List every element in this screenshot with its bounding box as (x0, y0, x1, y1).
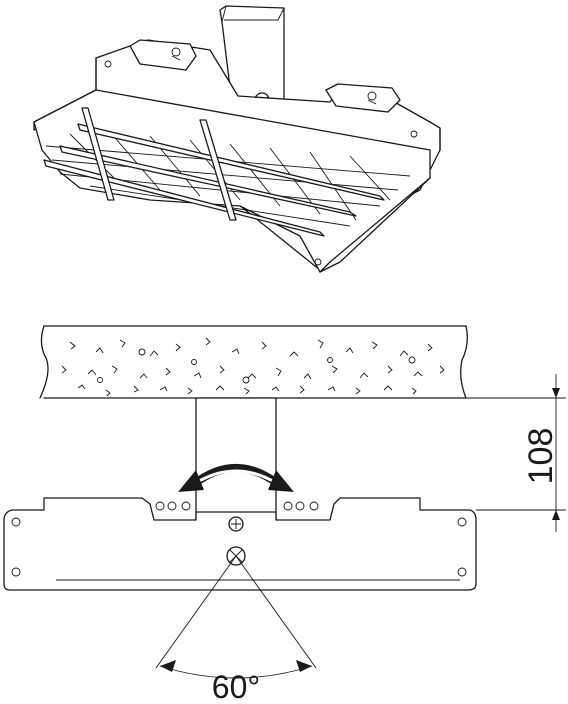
angle-label: 60° (212, 669, 260, 704)
mounting-ear-left (129, 39, 197, 71)
tilt-angle-indicator (155, 555, 317, 679)
housing-body (33, 89, 431, 273)
elevation-housing (3, 497, 477, 591)
luminaire-isometric-view (33, 5, 441, 273)
guard-rods (43, 107, 385, 237)
pivot-screw-upper (228, 516, 244, 532)
ceiling-slab (39, 325, 468, 399)
height-dimension (466, 374, 566, 532)
mounting-ear-right (325, 83, 401, 113)
rotation-arrow (178, 464, 294, 492)
dimension-label: 108 (522, 428, 560, 485)
luminaire-side-elevation: 60° 108 (3, 325, 566, 704)
